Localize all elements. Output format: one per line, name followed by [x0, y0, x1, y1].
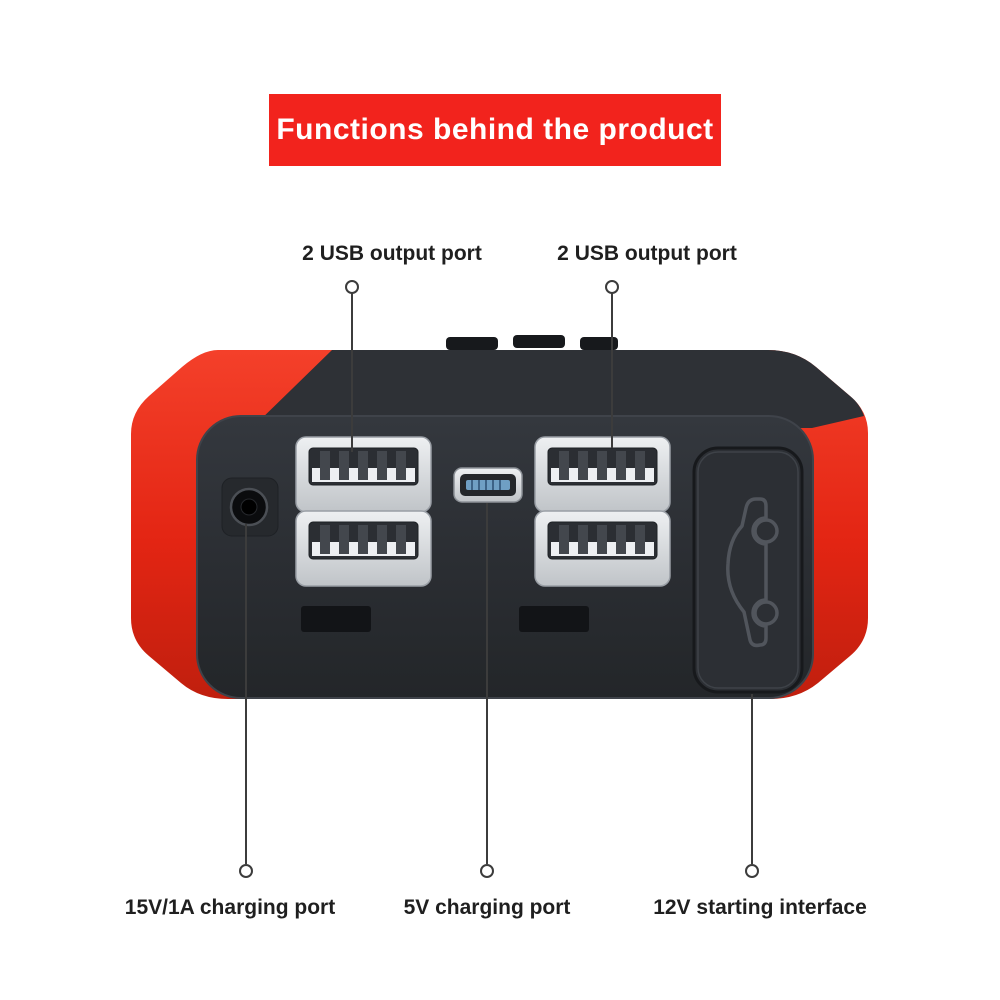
callout-15v-label: 15V/1A charging port	[124, 896, 336, 919]
top-vent	[446, 337, 498, 350]
charging-port-15v	[221, 477, 279, 537]
car-icon	[726, 497, 779, 648]
front-slot-left	[301, 606, 371, 632]
top-vent	[513, 335, 565, 348]
usb-port-right-top	[534, 436, 671, 513]
callout-5v-label: 5V charging port	[403, 896, 571, 919]
page-title: Functions behind the product	[276, 113, 714, 146]
title-banner: Functions behind the product	[269, 94, 721, 166]
top-vent	[580, 337, 618, 350]
usb-port-right-bottom	[534, 510, 671, 587]
callout-usb-left-label: 2 USB output port	[302, 242, 482, 265]
device-top-face	[252, 350, 864, 428]
callout-dot-5v	[480, 864, 494, 878]
starting-interface-cover-12v	[692, 446, 804, 694]
callout-dot-usb-left	[345, 280, 359, 294]
callout-dot-usb-right	[605, 280, 619, 294]
front-slot-right	[519, 606, 589, 632]
usb-port-left-top	[295, 436, 432, 513]
callout-dot-15v	[239, 864, 253, 878]
callout-dot-12v	[745, 864, 759, 878]
callout-12v-label: 12V starting interface	[653, 896, 867, 919]
usb-port-left-bottom	[295, 510, 432, 587]
micro-usb-port-5v	[453, 467, 523, 503]
callout-usb-right-label: 2 USB output port	[557, 242, 737, 265]
